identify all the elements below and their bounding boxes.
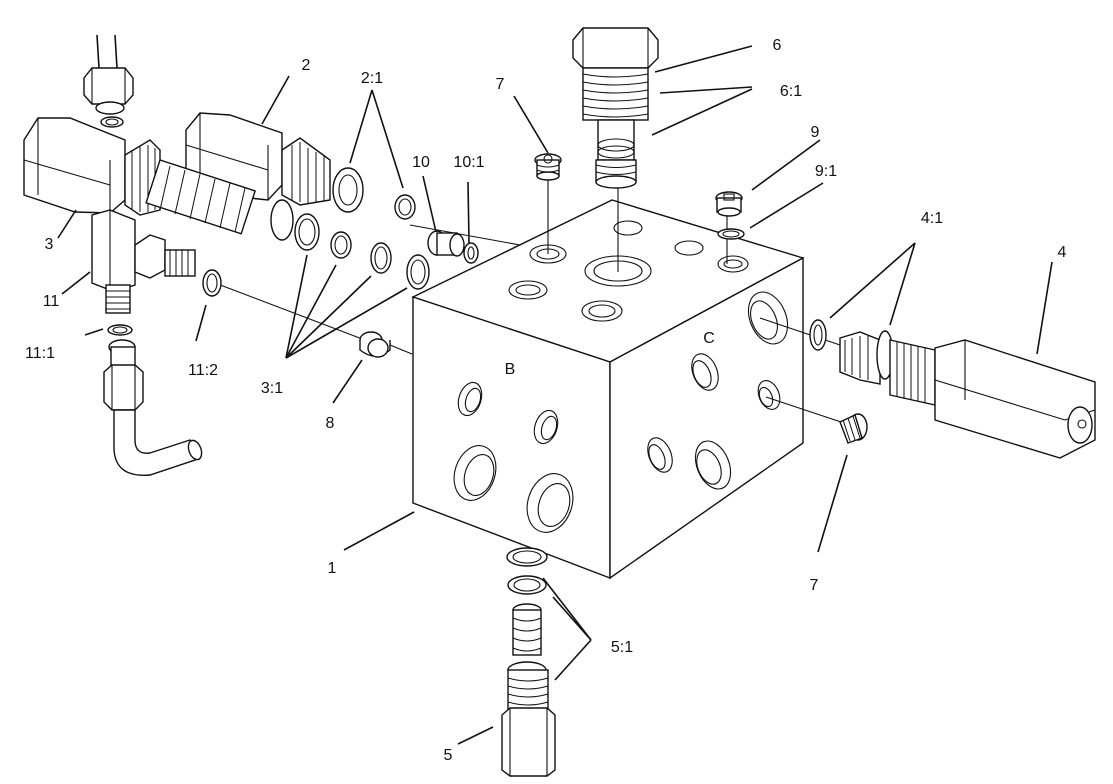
callout-8: 8 — [326, 415, 335, 432]
part-11-fitting — [91, 209, 203, 476]
callout-5-1: 5:1 — [611, 639, 633, 656]
part-10-plug — [427, 230, 479, 264]
part-4-cartridge — [809, 319, 1096, 459]
callout-2-1: 2:1 — [361, 70, 383, 87]
callout-10-1: 10:1 — [453, 154, 484, 171]
callout-3-1: 3:1 — [261, 380, 283, 397]
callout-5: 5 — [444, 747, 453, 764]
part-6-cartridge — [572, 27, 659, 189]
part-3-cartridge — [23, 117, 294, 241]
callout-11: 11 — [43, 293, 60, 310]
callout-11-2: 11:2 — [188, 362, 218, 379]
callout-6-1: 6:1 — [780, 83, 802, 100]
part-7-plug-top — [534, 153, 562, 181]
callout-labels: 1 2 2:1 3 3:1 4 4:1 5 5:1 6 6:1 7 7 8 9 … — [25, 37, 1067, 764]
part-7-plug-right — [839, 413, 868, 444]
callout-4: 4 — [1058, 244, 1067, 261]
front-face-ports — [453, 381, 574, 533]
callout-11-1: 11:1 — [25, 345, 55, 362]
part-9-plug — [715, 191, 745, 240]
upper-tube-fitting — [83, 34, 134, 128]
top-face-ports — [508, 220, 749, 322]
o-rings — [202, 167, 430, 297]
callout-10: 10 — [412, 154, 430, 171]
callout-3: 3 — [45, 236, 54, 253]
right-face-ports — [647, 291, 789, 490]
manifold-block — [411, 199, 805, 580]
callout-9-1: 9:1 — [815, 163, 837, 180]
callout-4-1: 4:1 — [921, 210, 943, 227]
face-label-b: B — [505, 361, 516, 378]
callout-7-right: 7 — [810, 577, 819, 594]
part-6-threads — [582, 73, 649, 118]
callout-2: 2 — [302, 57, 311, 74]
face-label-c: C — [703, 330, 715, 347]
callout-1: 1 — [328, 560, 337, 577]
callout-6: 6 — [773, 37, 782, 54]
callout-7-top: 7 — [496, 76, 505, 93]
part-5-cartridge — [501, 547, 556, 777]
callout-9: 9 — [811, 124, 820, 141]
part-8-plug — [359, 331, 391, 358]
leader-lines — [57, 45, 1053, 745]
